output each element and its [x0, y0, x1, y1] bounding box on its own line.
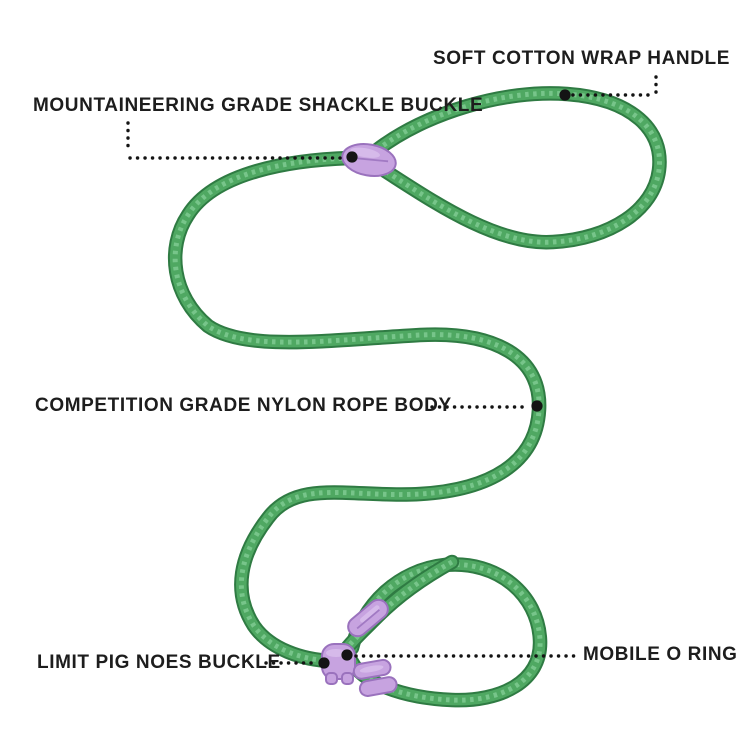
- slider-buckle: [347, 598, 389, 638]
- label-competition-grade-nylon-rope-body: COMPETITION GRADE NYLON ROPE BODY: [35, 395, 452, 416]
- leader-dot-handle: [559, 89, 571, 101]
- label-soft-cotton-wrap-handle: SOFT COTTON WRAP HANDLE: [433, 48, 731, 69]
- leader-handle: [559, 75, 658, 101]
- shackle-buckle: [341, 143, 397, 177]
- leader-dot-shackle: [346, 151, 358, 163]
- leader-shackle-buckle: [126, 121, 358, 163]
- leader-o-ring: [341, 649, 578, 661]
- leader-rope-body: [430, 400, 543, 412]
- leader-dot-limit-buckle: [318, 657, 330, 669]
- label-mountaineering-grade-shackle-buckle: MOUNTAINEERING GRADE SHACKLE BUCKLE: [33, 95, 484, 116]
- label-limit-pig-noes-buckle: LIMIT PIG NOES BUCKLE: [37, 652, 281, 673]
- label-mobile-o-ring: MOBILE O RING: [583, 644, 738, 665]
- callout-leaders: [126, 75, 658, 669]
- o-ring: [352, 658, 398, 697]
- leader-dot-o-ring: [341, 649, 353, 661]
- leader-limit-buckle: [264, 657, 330, 669]
- leader-dot-rope-body: [531, 400, 543, 412]
